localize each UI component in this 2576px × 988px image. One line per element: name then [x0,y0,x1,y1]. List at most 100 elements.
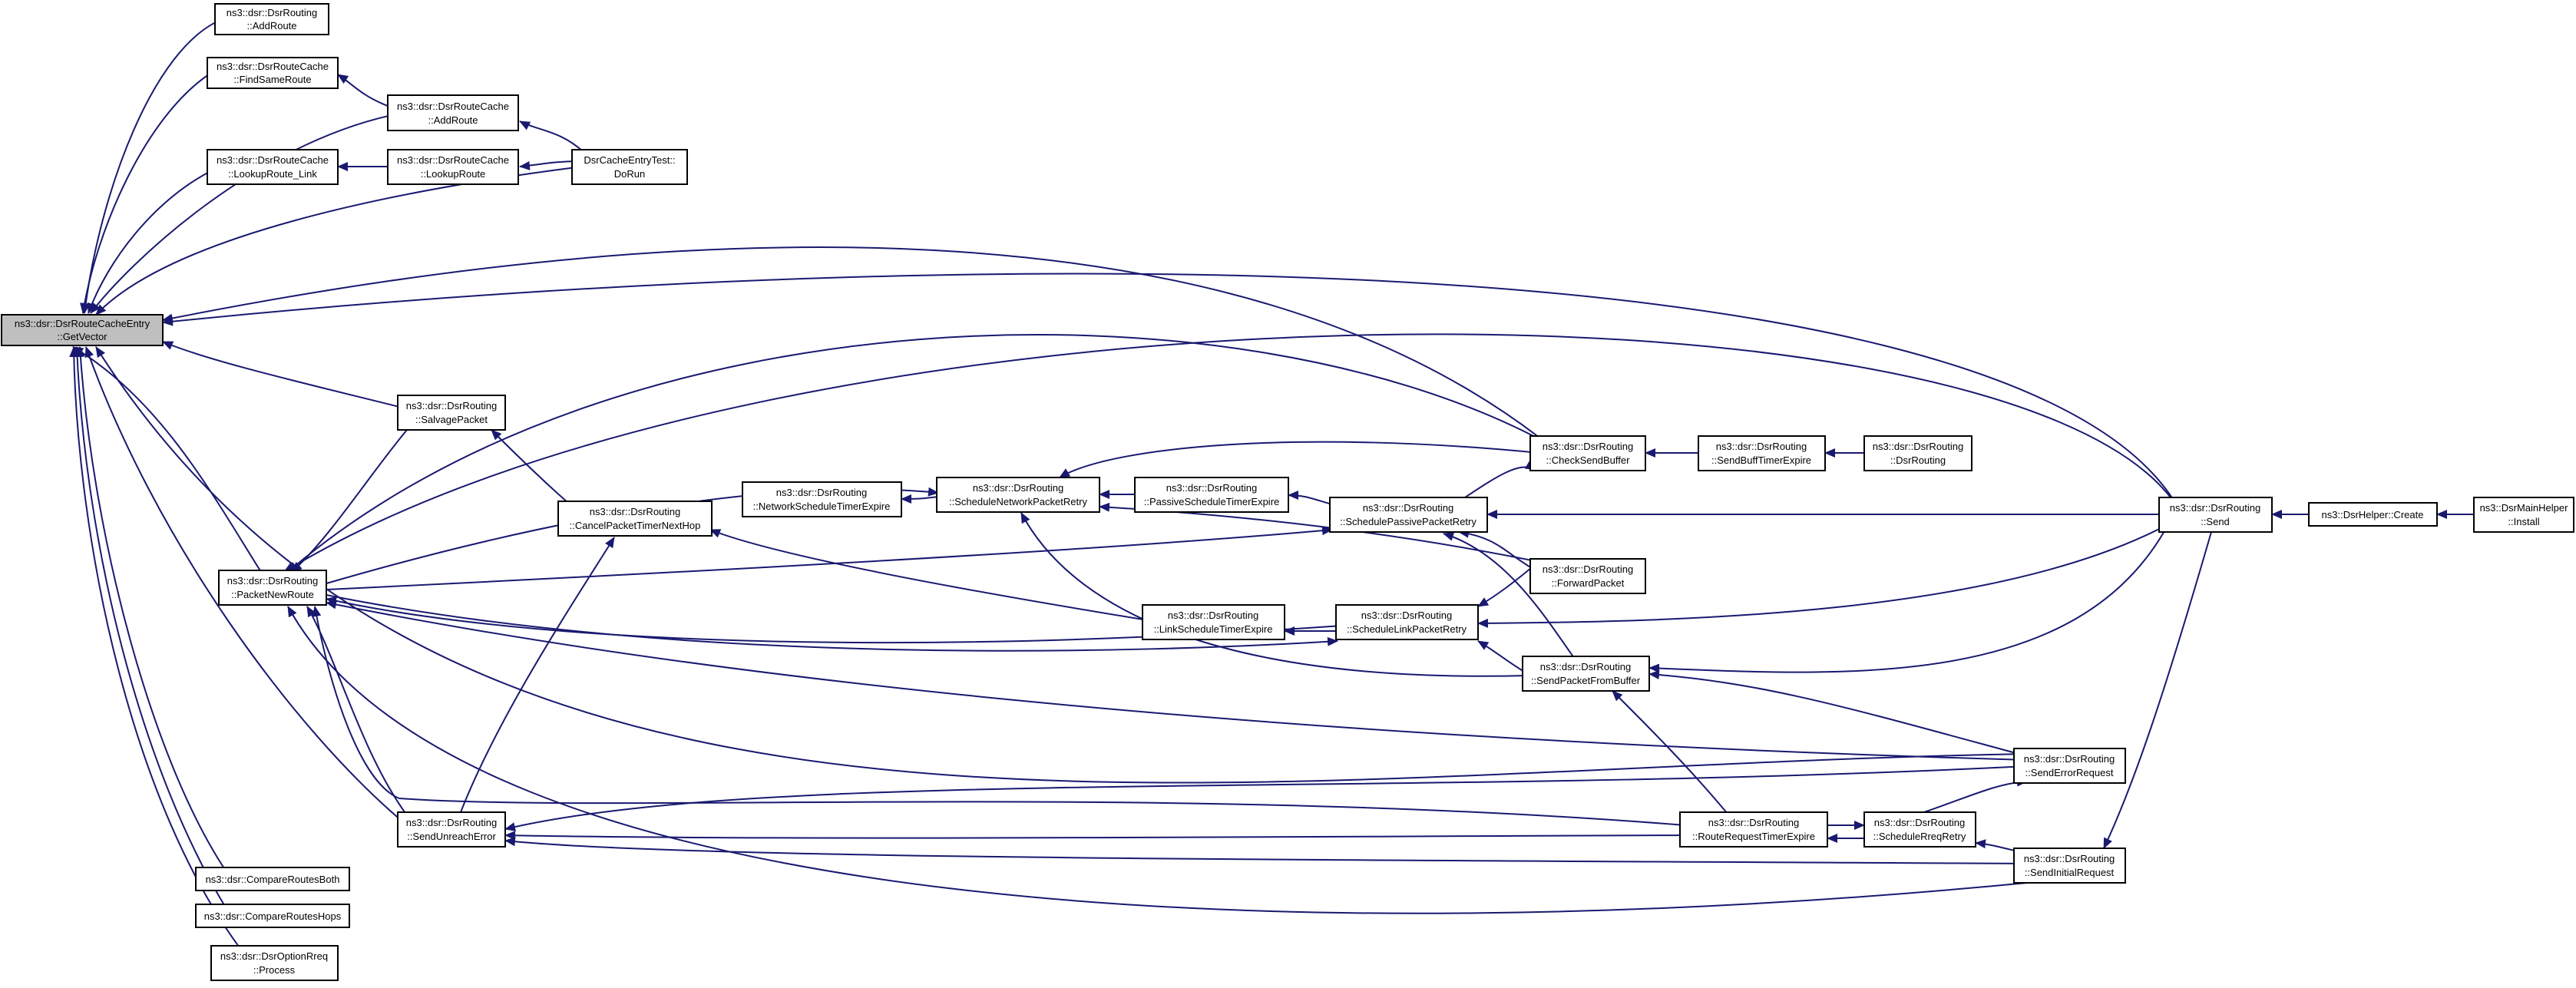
call-edge-8 [75,346,231,878]
svg-text:::NetworkScheduleTimerExpire: ::NetworkScheduleTimerExpire [753,501,891,512]
svg-text:ns3::dsr::DsrRouting: ns3::dsr::DsrRouting [1543,441,1634,452]
call-edge-22 [326,600,2028,761]
node-linkscheduletimerexpire[interactable]: ns3::dsr::DsrRouting ::LinkScheduleTimer… [1142,604,1285,640]
svg-text:ns3::dsr::DsrRouting: ns3::dsr::DsrRouting [2024,853,2115,864]
svg-text:ns3::dsr::DsrRouting: ns3::dsr::DsrRouting [1363,502,1454,514]
call-edge-18 [291,429,408,573]
svg-text:::SendInitialRequest: ::SendInitialRequest [2025,867,2115,878]
svg-text:ns3::dsr::DsrRouting: ns3::dsr::DsrRouting [1166,482,1258,494]
svg-text:ns3::dsr::CompareRoutesHops: ns3::dsr::CompareRoutesHops [204,910,342,922]
svg-text:ns3::dsr::DsrRouteCache: ns3::dsr::DsrRouteCache [217,154,329,166]
node-dsrcacheentrytest-dorun[interactable]: DsrCacheEntryTest:: DoRun [571,149,688,185]
svg-text:::ScheduleNetworkPacketRetry: ::ScheduleNetworkPacketRetry [949,496,1087,507]
node-send[interactable]: ns3::dsr::DsrRouting ::Send [2158,497,2273,533]
node-routecache-lookuproute-link[interactable]: ns3::dsr::DsrRouteCache ::LookupRoute_Li… [207,149,339,185]
call-edge-27 [709,529,1149,621]
call-edge-54 [504,831,1690,841]
svg-text:::GetVector: ::GetVector [57,331,107,342]
svg-text:::ScheduleRreqRetry: ::ScheduleRreqRetry [1873,831,1966,842]
svg-text:::ForwardPacket: ::ForwardPacket [1552,577,1625,589]
svg-text:::PassiveScheduleTimerExpire: ::PassiveScheduleTimerExpire [1144,496,1280,507]
node-dsrmainhelper-install[interactable]: ns3::DsrMainHelper ::Install [2473,497,2574,533]
svg-text:ns3::dsr::DsrRouteCacheEntry: ns3::dsr::DsrRouteCacheEntry [15,318,150,329]
node-cancelpackettimernexthop[interactable]: ns3::dsr::DsrRouting ::CancelPacketTimer… [557,501,713,537]
svg-text:ns3::dsr::DsrOptionRreq: ns3::dsr::DsrOptionRreq [220,950,328,962]
svg-text:::Process: ::Process [253,964,296,976]
node-routerequesttimerexpire[interactable]: ns3::dsr::DsrRouting ::RouteRequestTimer… [1679,811,1828,848]
node-routecache-findsameroute[interactable]: ns3::dsr::DsrRouteCache ::FindSameRoute [207,57,339,89]
node-dsrhelper-create[interactable]: ns3::DsrHelper::Create [2308,502,2438,527]
svg-text:ns3::dsr::DsrRouteCache: ns3::dsr::DsrRouteCache [397,101,509,112]
svg-text:ns3::dsr::DsrRouting: ns3::dsr::DsrRouting [973,482,1064,494]
node-senderrorrequest[interactable]: ns3::dsr::DsrRouting ::SendErrorRequest [2013,748,2126,784]
svg-text:ns3::dsr::DsrRouteCache: ns3::dsr::DsrRouteCache [397,154,509,166]
svg-text:DsrCacheEntryTest::: DsrCacheEntryTest:: [584,154,675,166]
svg-text:::LinkScheduleTimerExpire: ::LinkScheduleTimerExpire [1154,623,1273,635]
node-checksendbuffer[interactable]: ns3::dsr::DsrRouting ::CheckSendBuffer [1529,435,1646,471]
call-edge-35 [326,526,1333,590]
node-schedulelinkpacketretry[interactable]: ns3::dsr::DsrRouting ::ScheduleLinkPacke… [1335,604,1479,640]
node-dsroptionrreq-process[interactable]: ns3::dsr::DsrOptionRreq ::Process [210,945,339,981]
svg-text:ns3::dsr::DsrRouting: ns3::dsr::DsrRouting [1708,817,1800,828]
call-edge-4 [95,167,577,316]
svg-text:ns3::dsr::DsrRouting: ns3::dsr::DsrRouting [2170,502,2261,514]
call-edge-16 [519,160,580,170]
svg-text:ns3::dsr::DsrRouteCache: ns3::dsr::DsrRouteCache [217,61,329,72]
svg-text:::SendUnreachError: ::SendUnreachError [407,831,496,842]
svg-text:ns3::dsr::DsrRouting: ns3::dsr::DsrRouting [776,487,868,498]
call-edge-39 [1462,461,1536,500]
node-getvector[interactable]: ns3::dsr::DsrRouteCacheEntry ::GetVector [1,314,164,346]
svg-text:ns3::dsr::CompareRoutesBoth: ns3::dsr::CompareRoutesBoth [206,874,340,885]
call-edge-7 [84,346,408,826]
node-sendunreacherror[interactable]: ns3::dsr::DsrRouting ::SendUnreachError [397,811,506,848]
svg-text:ns3::dsr::DsrRouting: ns3::dsr::DsrRouting [227,575,319,587]
svg-text:ns3::DsrMainHelper: ns3::DsrMainHelper [2480,502,2569,514]
node-sendbufftimerexpire[interactable]: ns3::dsr::DsrRouting ::SendBuffTimerExpi… [1698,435,1826,471]
call-edge-6 [72,346,262,573]
node-forwardpacket[interactable]: ns3::dsr::DsrRouting ::ForwardPacket [1529,558,1646,594]
svg-text:ns3::dsr::DsrRouting: ns3::dsr::DsrRouting [2024,753,2115,765]
call-edge-38 [1443,532,1575,659]
node-routecache-addroute[interactable]: ns3::dsr::DsrRouteCache ::AddRoute [387,94,519,131]
node-sendpacketfrombuffer[interactable]: ns3::dsr::DsrRouting ::SendPacketFromBuf… [1522,656,1650,692]
call-edge-23 [306,606,408,816]
call-edge-2 [90,114,392,314]
call-edge-37 [1458,528,1536,571]
svg-text:::LookupRoute_Link: ::LookupRoute_Link [228,168,317,180]
call-edges [69,18,2474,957]
node-schedulenetworkpacketretry[interactable]: ns3::dsr::DsrRouting ::ScheduleNetworkPa… [936,477,1100,513]
call-edge-48 [1648,670,2028,757]
call-edge-25 [491,429,569,504]
node-passivescheduletimerexpire[interactable]: ns3::dsr::DsrRouting ::PassiveScheduleTi… [1134,477,1289,513]
call-edge-53 [504,765,2028,831]
svg-text:ns3::DsrHelper::Create: ns3::DsrHelper::Create [2322,509,2424,520]
node-sendinitialrequest[interactable]: ns3::dsr::DsrRouting ::SendInitialReques… [2013,848,2126,884]
call-edge-19 [287,334,1540,573]
svg-text:ns3::dsr::DsrRouting: ns3::dsr::DsrRouting [1874,817,1966,828]
svg-text:ns3::dsr::DsrRouting: ns3::dsr::DsrRouting [1716,441,1807,452]
svg-text:ns3::dsr::DsrRouting: ns3::dsr::DsrRouting [406,817,498,828]
call-edge-10 [69,346,246,957]
node-dsrrouting-ctor[interactable]: ns3::dsr::DsrRouting ::DsrRouting [1863,435,1973,471]
svg-text:::CheckSendBuffer: ::CheckSendBuffer [1546,454,1631,466]
svg-text:ns3::dsr::DsrRouting: ns3::dsr::DsrRouting [406,400,498,411]
call-edge-44 [1477,525,2166,628]
node-schedulepassivepacketretry[interactable]: ns3::dsr::DsrRouting ::SchedulePassivePa… [1329,497,1488,533]
node-packetnewroute[interactable]: ns3::dsr::DsrRouting ::PacketNewRoute [218,570,327,606]
node-networkscheduletimerexpire[interactable]: ns3::dsr::DsrRouting ::NetworkScheduleTi… [742,481,902,517]
call-edge-47 [1648,529,2166,673]
node-routecache-lookuproute[interactable]: ns3::dsr::DsrRouteCache ::LookupRoute [387,149,519,185]
call-edge-12 [162,273,2174,500]
node-dsrrouting-addroute[interactable]: ns3::dsr::DsrRouting ::AddRoute [214,3,329,35]
node-compareroutehops[interactable]: ns3::dsr::CompareRoutesHops [195,904,350,928]
call-edge-60 [287,606,2028,914]
node-salvagepacket[interactable]: ns3::dsr::DsrRouting ::SalvagePacket [397,395,506,431]
svg-text:::SendErrorRequest: ::SendErrorRequest [2025,767,2114,778]
svg-text:::SendPacketFromBuffer: ::SendPacketFromBuffer [1531,675,1641,686]
svg-text:::SendBuffTimerExpire: ::SendBuffTimerExpire [1711,454,1811,466]
svg-text:::PacketNewRoute: ::PacketNewRoute [231,589,314,600]
node-compareroutesboth[interactable]: ns3::dsr::CompareRoutesBoth [195,867,350,891]
svg-text:::SalvagePacket: ::SalvagePacket [415,414,488,425]
node-schedulerreqretry[interactable]: ns3::dsr::DsrRouting ::ScheduleRreqRetry [1863,811,1976,848]
